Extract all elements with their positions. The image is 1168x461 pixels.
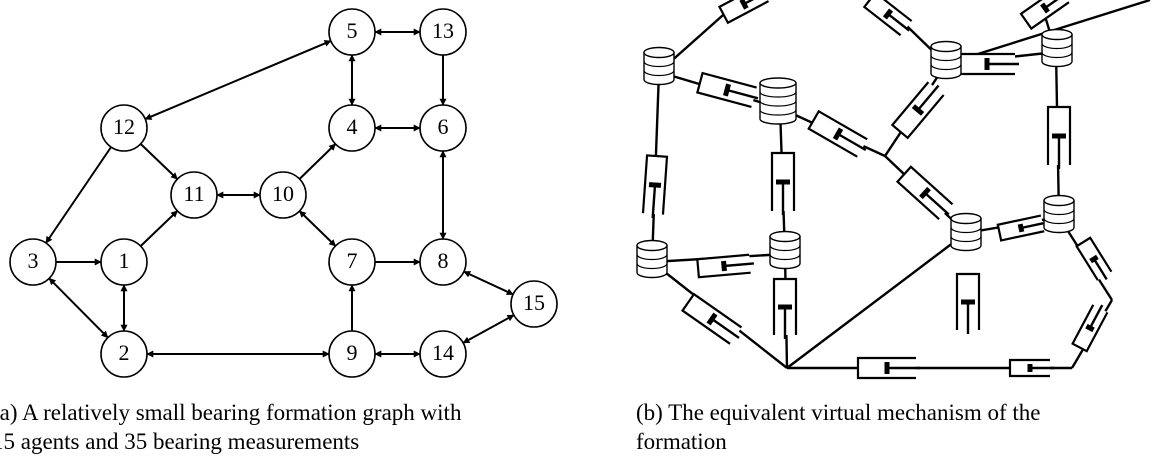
damper-12 — [955, 272, 981, 334]
node-label: 9 — [347, 340, 358, 365]
node-circle — [328, 8, 376, 56]
node-circle — [328, 104, 376, 152]
damper-9 — [696, 253, 754, 279]
caption-b: (b) The equivalent virtual mechanism of … — [636, 398, 1041, 456]
node-label: 3 — [28, 248, 39, 273]
node-label: 11 — [183, 181, 204, 206]
damper-2 — [641, 154, 669, 219]
damper-10 — [680, 292, 743, 345]
node-14: 14 — [419, 330, 467, 378]
node-circle — [328, 238, 376, 286]
mechanism-agents — [636, 28, 1075, 279]
agent-cylinder-C — [930, 40, 962, 80]
edge-12-11 — [139, 143, 179, 180]
edge-10-7 — [298, 210, 337, 247]
node-label: 2 — [119, 340, 130, 365]
agent-cylinder-F — [769, 230, 801, 270]
node-12: 12 — [100, 104, 148, 152]
node-circle — [328, 330, 376, 378]
node-circle — [9, 238, 57, 286]
node-label: 14 — [432, 340, 454, 365]
damper-15 — [1071, 304, 1109, 353]
edge-3-2 — [48, 277, 109, 339]
damper-6 — [1046, 105, 1072, 169]
node-label: 1 — [119, 248, 130, 273]
edge-1-11 — [139, 210, 179, 247]
node-circle — [100, 238, 148, 286]
damper-16 — [856, 356, 920, 380]
node-15: 15 — [510, 280, 558, 328]
mechanism-dampers — [641, 0, 1113, 380]
damper-14 — [1075, 236, 1113, 281]
edge-10-4 — [298, 143, 337, 180]
node-circle — [419, 104, 467, 152]
damper-17 — [1008, 358, 1054, 378]
node-label: 12 — [113, 114, 135, 139]
node-5: 5 — [328, 8, 376, 56]
caption-b-line-2: formation — [636, 429, 727, 454]
agent-cylinder-E — [636, 239, 668, 279]
caption-b-line-1: (b) The equivalent virtual mechanism of … — [636, 400, 1041, 425]
node-circle — [170, 171, 218, 219]
node-2: 2 — [100, 330, 148, 378]
damper-20 — [1019, 0, 1070, 31]
caption-a-line-1: (a) A relatively small bearing formation… — [0, 400, 462, 425]
node-circle — [510, 280, 558, 328]
node-4: 4 — [328, 104, 376, 152]
agent-cylinder-B — [759, 77, 797, 125]
graph-edges — [45, 28, 515, 358]
agent-cylinder-D — [1041, 28, 1073, 68]
damper-4 — [890, 81, 945, 140]
agent-cylinder-A — [643, 46, 675, 86]
damper-13 — [996, 214, 1047, 242]
edge-8-15 — [463, 270, 514, 296]
damper-11 — [772, 277, 798, 339]
damper-1 — [696, 71, 759, 108]
node-circle — [259, 171, 307, 219]
node-label: 10 — [272, 181, 294, 206]
node-11: 11 — [170, 171, 218, 219]
node-label: 13 — [432, 18, 454, 43]
node-1: 1 — [100, 238, 148, 286]
node-8: 8 — [419, 238, 467, 286]
node-label: 4 — [347, 114, 358, 139]
node-circle — [100, 104, 148, 152]
node-label: 8 — [438, 248, 449, 273]
damper-3 — [807, 109, 868, 158]
damper-7 — [770, 151, 796, 215]
damper-18 — [717, 0, 770, 25]
node-label: 15 — [523, 290, 545, 315]
node-circle — [419, 330, 467, 378]
link-Q-G — [786, 232, 967, 369]
node-label: 7 — [347, 248, 358, 273]
virtual-mechanism-diagram — [636, 0, 1151, 380]
agent-cylinder-G — [950, 212, 982, 252]
node-7: 7 — [328, 238, 376, 286]
edge-12-3 — [45, 146, 112, 244]
edge-5-12 — [144, 39, 332, 121]
damper-5 — [957, 52, 1019, 76]
node-circle — [419, 238, 467, 286]
node-circle — [419, 8, 467, 56]
node-10: 10 — [259, 171, 307, 219]
node-6: 6 — [419, 104, 467, 152]
damper-19 — [862, 0, 913, 37]
node-9: 9 — [328, 330, 376, 378]
caption-a-line-2: 15 agents and 35 bearing measurements — [0, 429, 360, 454]
node-13: 13 — [419, 8, 467, 56]
edge-14-15 — [462, 314, 515, 344]
node-label: 6 — [438, 114, 449, 139]
node-circle — [100, 330, 148, 378]
agent-cylinder-H — [1043, 194, 1075, 234]
node-3: 3 — [9, 238, 57, 286]
caption-a: (a) A relatively small bearing formation… — [0, 398, 461, 456]
damper-8 — [895, 165, 954, 220]
node-label: 5 — [347, 18, 358, 43]
